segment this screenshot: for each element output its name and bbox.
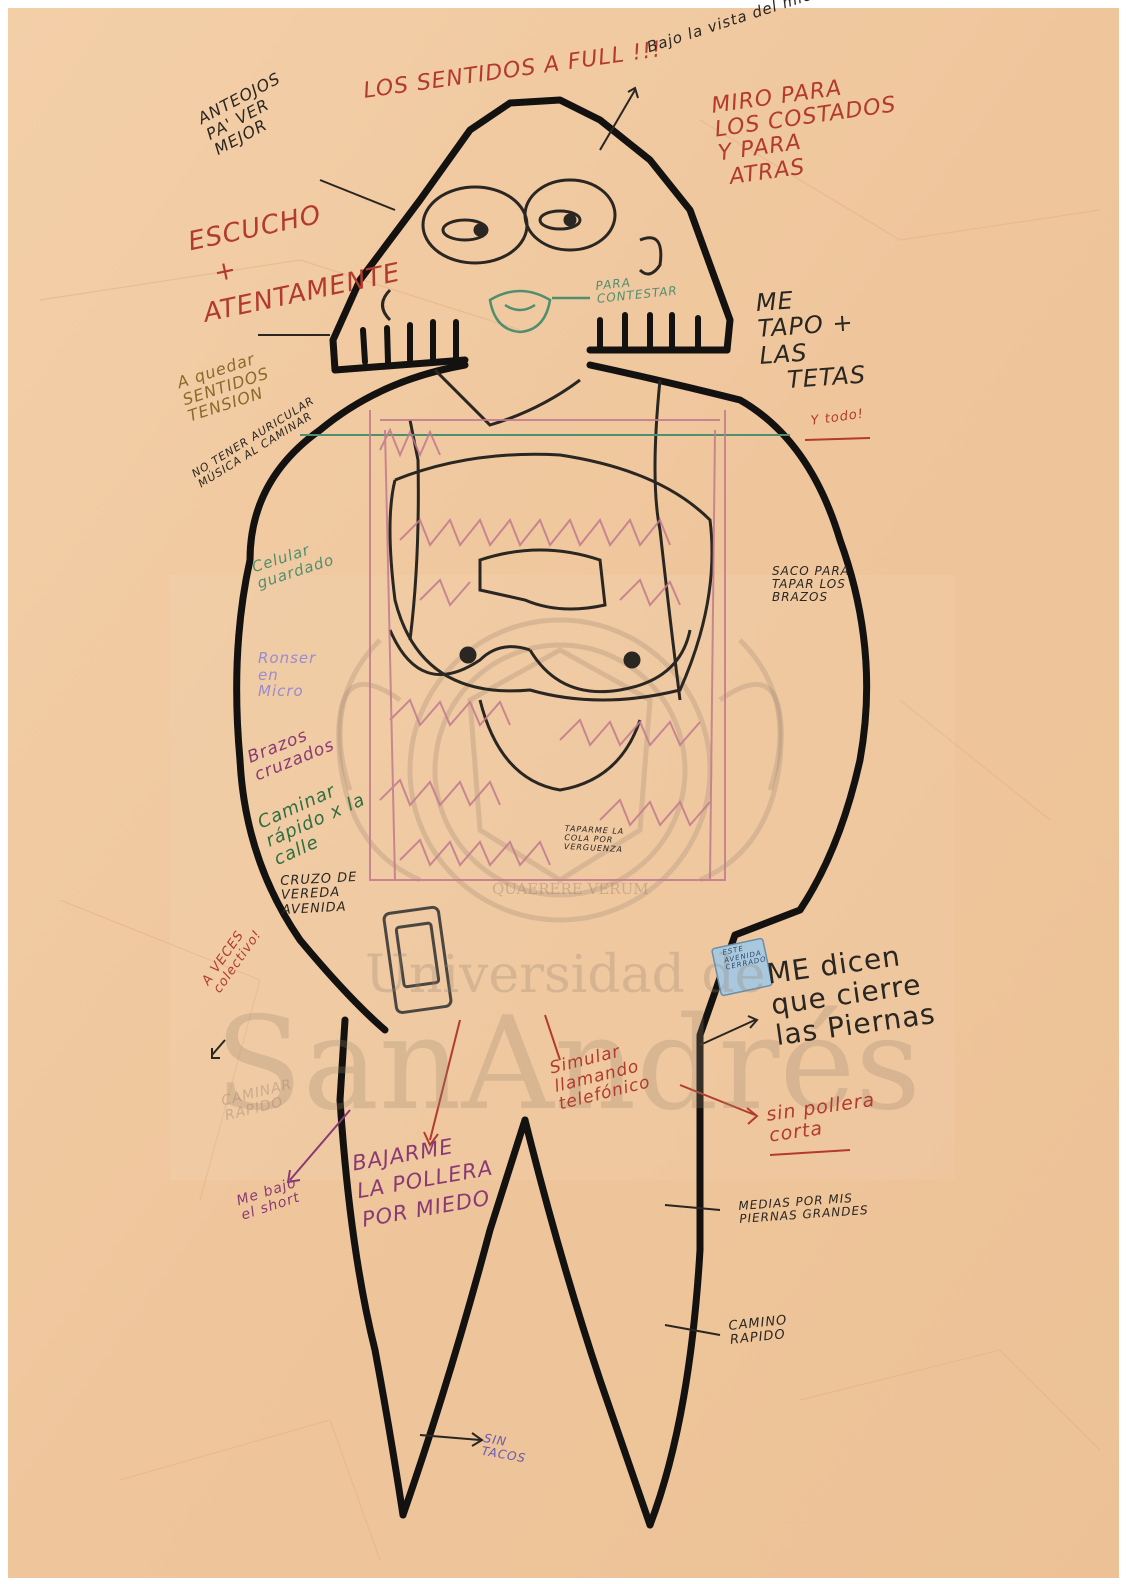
note-cruzo-de-vereda: CRUZO DE VEREDA AVENIDA bbox=[280, 871, 359, 918]
note-me-tapo: ME TAPO + LAS TETAS bbox=[755, 283, 867, 396]
note-camino-rapido: CAMINO RAPIDO bbox=[728, 1314, 790, 1349]
note-taparme: TAPARME LA COLA POR VERGUENZA bbox=[564, 825, 625, 854]
note-saco-para: SACO PARA TAPAR LOS BRAZOS bbox=[772, 565, 850, 605]
watermark-motto: QUAERERE VERUM bbox=[492, 880, 649, 898]
note-ronser-en-micro: Ronser en Micro bbox=[258, 650, 316, 700]
